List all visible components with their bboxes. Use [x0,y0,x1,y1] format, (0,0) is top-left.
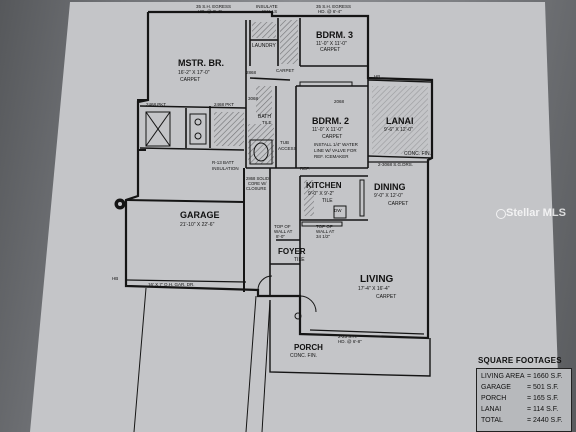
bedroom2-name: BDRM. 2 [312,116,349,126]
note-water-c: REF. ICEMAKER [314,154,349,159]
master-name: MSTR. BR. [178,58,224,68]
note-insulate: INSULATE [256,4,278,9]
note-egress2: 35 S.H. EGRESS [316,4,351,9]
porch-name: PORCH [294,343,323,352]
hatched-walls [214,20,428,216]
note-water: INSTALL 1/4" WATER [314,142,359,147]
kitchen-name: KITCHEN [306,181,342,190]
note-batt-b: INSULATION [212,166,239,171]
living-size: 17'-4" X 16'-4" [358,286,390,292]
note-tub-b: ACCESS [278,146,297,151]
note-ref: REF. [300,166,310,171]
note-wall1c: 8'-0" [276,234,285,239]
garage-size: 21'-10" X 22'-6" [180,222,215,228]
note-tub: TUB [280,140,289,145]
note-solid-c: CLOSURE [246,186,266,191]
note-dw: DW [334,208,342,213]
dining-name: DINING [374,182,406,192]
lanai-floor: CONC. FIN. [404,151,431,157]
note-solid-b: CORE W/ [248,181,267,186]
note-carpet-hall: CARPET [276,68,295,73]
dining-size: 9'-0" X 12'-0" [374,193,403,199]
bedroom3-name: BDRM. 3 [316,30,353,40]
note-egress1: 35 S.H. EGRESS [196,4,231,9]
bedroom3-size: 11'-0" X 11'-0" [316,41,347,47]
note-wall1: TOP OF [274,224,291,229]
bedroom2-size: 11'-0" X 11'-0" [312,127,343,133]
bedroom2-floor: CARPET [322,134,342,140]
sqft-row-name: LANAI [481,406,502,413]
note-door-3068: 3068 [248,96,259,101]
square-footages-table: LIVING AREA = 1660 S.F. GARAGE = 501 S.F… [476,368,572,432]
sqft-row-value: = 501 S.F. [527,384,559,391]
kitchen-floor: TILE [322,198,333,204]
room-labels: MSTR. BR. 16'-2" X 17'-0" CARPET BDRM. 3… [178,30,431,359]
note-door-2868: 2868 [246,70,257,75]
sqft-row-value: = 114 S.F. [527,406,559,413]
note-insulate-b: WALLS [262,9,277,14]
note-garage-door: 16' X 7' O.H. GAR. DR. [148,282,194,287]
note-pkt2: 2468 PKT [214,102,234,107]
lanai-name: LANAI [386,116,414,126]
fixtures [114,81,365,320]
note-door-2068: 2068 [334,99,345,104]
kitchen-size: 9'-0" X 9'-2" [308,191,334,197]
note-wall2: TOP OF [316,224,333,229]
living-name: LIVING [360,274,394,285]
note-wall2b: WALL AT [316,229,335,234]
sqft-row-value: = 2440 S.F. [527,417,563,424]
bedroom3-floor: CARPET [320,47,340,53]
note-sgd: 2-3068 S.G.DRS. [378,162,413,167]
note-solid: 2868 SOLID [246,176,269,181]
bath-floor: TILE [262,120,272,125]
living-floor: CARPET [376,294,396,300]
note-egress1b: HD. @ 6'-4" [198,9,222,14]
plan-notes: 35 S.H. EGRESS HD. @ 6'-4" INSULATE WALL… [112,4,413,344]
bath-name: BATH [258,114,271,120]
dining-floor: CARPET [388,201,408,207]
note-hb1: HB [374,74,380,79]
sqft-row-name: PORCH [481,395,507,402]
sqft-row-value: = 1660 S.F. [527,373,563,380]
note-pkt1: 2468 PKT [146,102,166,107]
note-water-b: LINE W/ VALVE FOR [314,148,357,153]
watermark-logo-icon [496,209,506,219]
sqft-row-value: = 165 S.F. [527,395,559,402]
note-batt: R-13 BATT [212,160,234,165]
note-wall1b: WALL AT [274,229,293,234]
note-hb2: HB [112,276,118,281]
note-porch-window-b: HD. @ 6'-8" [338,339,362,344]
sqft-row-name: LIVING AREA [481,373,525,380]
foyer-name: FOYER [278,247,306,256]
note-porch-window: 2-25 S.H. [338,334,357,339]
walls [124,10,434,432]
square-footages-title: SQUARE FOOTAGES [478,356,562,365]
watermark: Stellar MLS [506,207,566,219]
porch-floor: CONC. FIN. [290,353,317,359]
master-floor: CARPET [180,77,200,83]
foyer-floor: TILE [294,257,305,263]
sqft-row-name: GARAGE [481,384,511,391]
note-wall2c: 34 1/2" [316,234,331,239]
note-egress2b: HD. @ 6'-4" [318,9,342,14]
laundry-name: LAUNDRY [252,43,276,49]
garage-name: GARAGE [180,210,220,220]
sqft-row-name: TOTAL [481,417,503,424]
lanai-size: 9'-6" X 12'-0" [384,127,413,133]
master-size: 16'-2" X 17'-0" [178,70,210,76]
